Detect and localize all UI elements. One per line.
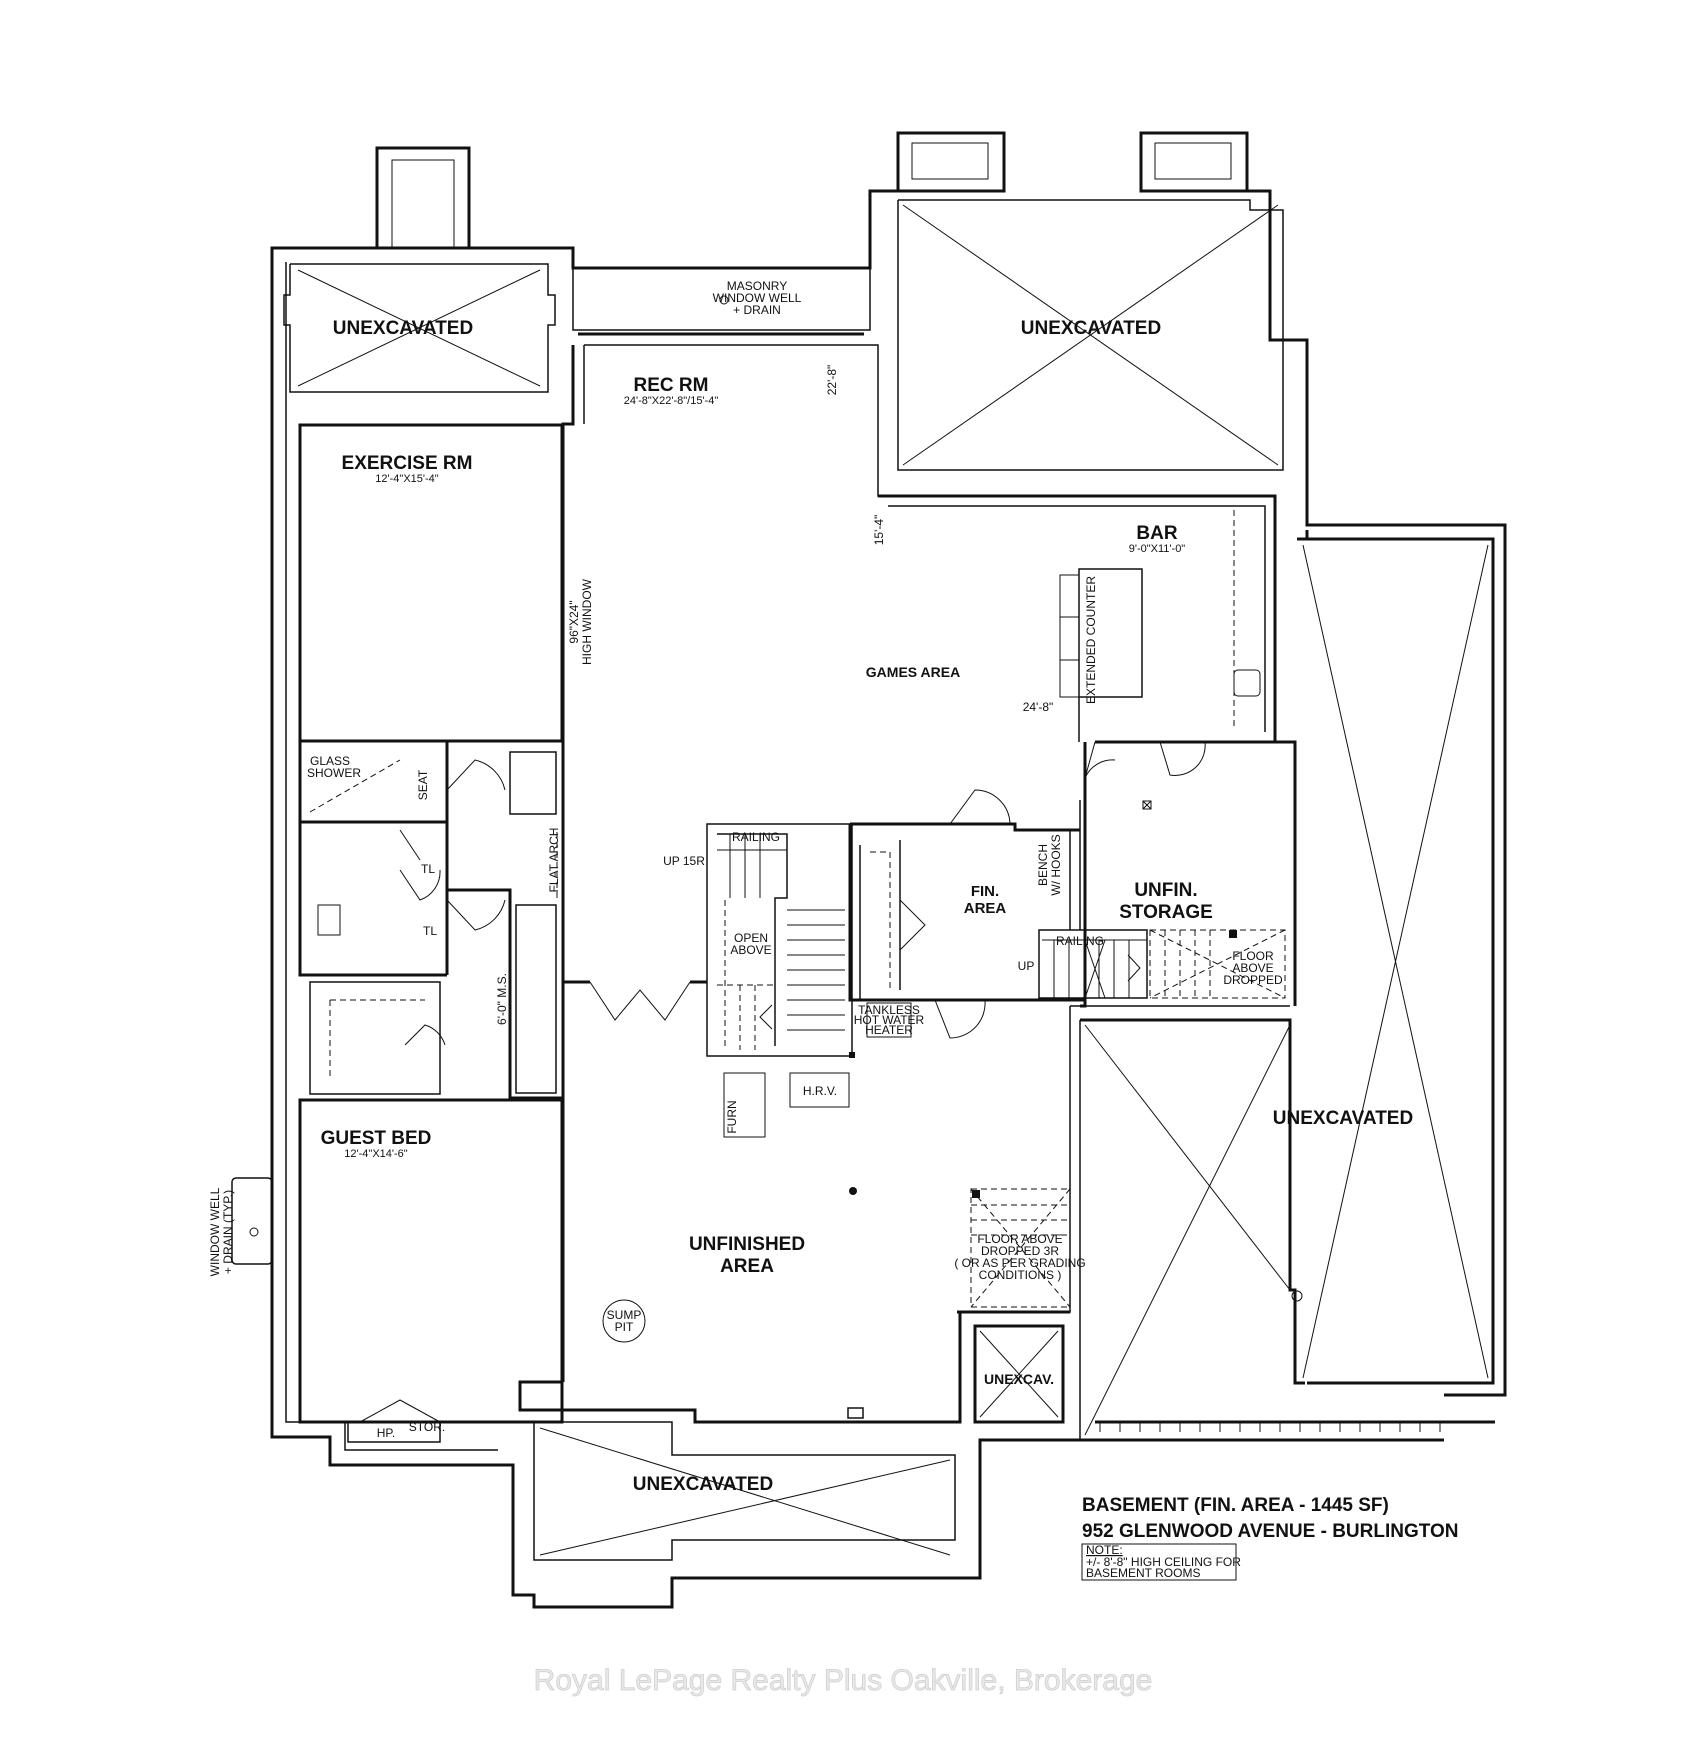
exercise-rm-label: EXERCISE RM <box>342 453 473 474</box>
unexcavated-zones <box>283 199 1495 1561</box>
seat-label: SEAT <box>416 769 430 800</box>
hrv-label: H.R.V. <box>803 1084 837 1098</box>
sump-label-1: SUMP <box>607 1308 642 1322</box>
up-15r-label: UP 15R <box>663 854 705 868</box>
unexcav-small-label: UNEXCAV. <box>984 1371 1054 1387</box>
note-heading: NOTE: <box>1086 1543 1123 1557</box>
hp-label: HP. <box>377 1426 395 1440</box>
furn-label: FURN <box>725 1100 739 1133</box>
flat-arch-label: FLAT ARCH <box>547 828 561 893</box>
guest-bed-label: GUEST BED <box>321 1128 432 1149</box>
bench-label-1: BENCH <box>1036 844 1050 886</box>
unfin-storage-label-2: STORAGE <box>1119 902 1213 923</box>
tankless-label-2: HOT WATER <box>854 1013 925 1027</box>
fin-area-label-2: AREA <box>964 900 1007 917</box>
rec-rm-dim: 24'-8"X22'-8"/15'-4" <box>624 395 719 407</box>
dim-22-8: 22'-8" <box>825 365 839 396</box>
room-labels: UNEXCAVATED UNEXCAVATED UNEXCAVATED UNEX… <box>321 318 1414 1495</box>
open-above-label-1: OPEN <box>734 931 768 945</box>
annotations: MASONRY WINDOW WELL + DRAIN 96"X24" HIGH… <box>208 279 1283 1440</box>
floor-dropped-label-3: DROPPED <box>1223 973 1283 987</box>
dim-15-4: 15'-4" <box>872 515 886 546</box>
glass-shower-label-1: GLASS <box>310 754 350 768</box>
rec-rm-label: REC RM <box>634 375 709 396</box>
glass-shower-label-2: SHOWER <box>307 766 361 780</box>
unfinished-area-label-1: UNFINISHED <box>689 1234 805 1255</box>
title-line-1: BASEMENT (FIN. AREA - 1445 SF) <box>1082 1495 1389 1516</box>
up-label: UP <box>1018 959 1035 973</box>
floor-3r-label-4: CONDITIONS ) <box>979 1268 1062 1282</box>
note-line-1: +/- 8'-8" HIGH CEILING FOR <box>1086 1555 1241 1569</box>
doors <box>231 741 1206 1265</box>
guest-bed-dim: 12'-4"X14'-6" <box>344 1148 407 1160</box>
unexcavated-ne-label: UNEXCAVATED <box>1021 318 1161 339</box>
tankless-label-1: TANKLESS <box>858 1003 920 1017</box>
title-line-2: 952 GLENWOOD AVENUE - BURLINGTON <box>1082 1521 1459 1542</box>
open-above-label-2: ABOVE <box>730 943 771 957</box>
unexcavated-e-label: UNEXCAVATED <box>1273 1108 1413 1129</box>
unfin-storage-label-1: UNFIN. <box>1134 880 1197 901</box>
bench-label-2: W/ HOOKS <box>1049 834 1063 895</box>
dim-24-8: 24'-8" <box>1023 700 1054 714</box>
games-area-label: GAMES AREA <box>866 664 960 680</box>
tl-label-1: TL <box>421 862 435 876</box>
unfinished-area-label-2: AREA <box>720 1256 774 1277</box>
window-well-label-1: WINDOW WELL <box>208 1187 222 1276</box>
tl-label-2: TL <box>423 924 437 938</box>
floor-dropped-label-2: ABOVE <box>1232 961 1273 975</box>
title-block: BASEMENT (FIN. AREA - 1445 SF) 952 GLENW… <box>1081 1495 1459 1581</box>
floor-3r-label-3: ( OR AS PER GRADING <box>954 1256 1085 1270</box>
masonry-label-2: WINDOW WELL <box>713 291 802 305</box>
walls <box>270 131 1507 1609</box>
unexcavated-nw-label: UNEXCAVATED <box>333 318 473 339</box>
ms-label: 6'-0" M.S. <box>495 973 509 1025</box>
masonry-label-3: + DRAIN <box>733 303 781 317</box>
floor-3r-label-1: FLOOR ABOVE <box>977 1232 1062 1246</box>
high-window-label-1: 96"X24" <box>567 600 581 643</box>
extended-counter-label: EXTENDED COUNTER <box>1084 576 1098 704</box>
masonry-label-1: MASONRY <box>727 279 787 293</box>
window-well-label-2: + DRAIN (TYP.) <box>221 1190 235 1274</box>
exercise-rm-dim: 12'-4"X15'-4" <box>375 473 438 485</box>
stor-label: STOR. <box>409 1420 445 1434</box>
sump-label-2: PIT <box>615 1320 634 1334</box>
note-line-2: BASEMENT ROOMS <box>1086 1566 1200 1580</box>
floor-dropped-label-1: FLOOR <box>1232 949 1274 963</box>
unexcavated-s-label: UNEXCAVATED <box>633 1474 773 1495</box>
high-window-label-2: HIGH WINDOW <box>580 578 594 665</box>
brokerage-watermark: Royal LePage Realty Plus Oakville, Broke… <box>534 1664 1153 1697</box>
fin-area-label-1: FIN. <box>971 883 999 900</box>
bar-label: BAR <box>1136 523 1177 544</box>
tankless-label-3: HEATER <box>865 1023 913 1037</box>
railing-label-1: RAILING <box>732 830 780 844</box>
floor-3r-label-2: DROPPED 3R <box>981 1244 1059 1258</box>
railing-label-2: RAILING <box>1056 934 1104 948</box>
bar-dim: 9'-0"X11'-0" <box>1129 543 1186 555</box>
